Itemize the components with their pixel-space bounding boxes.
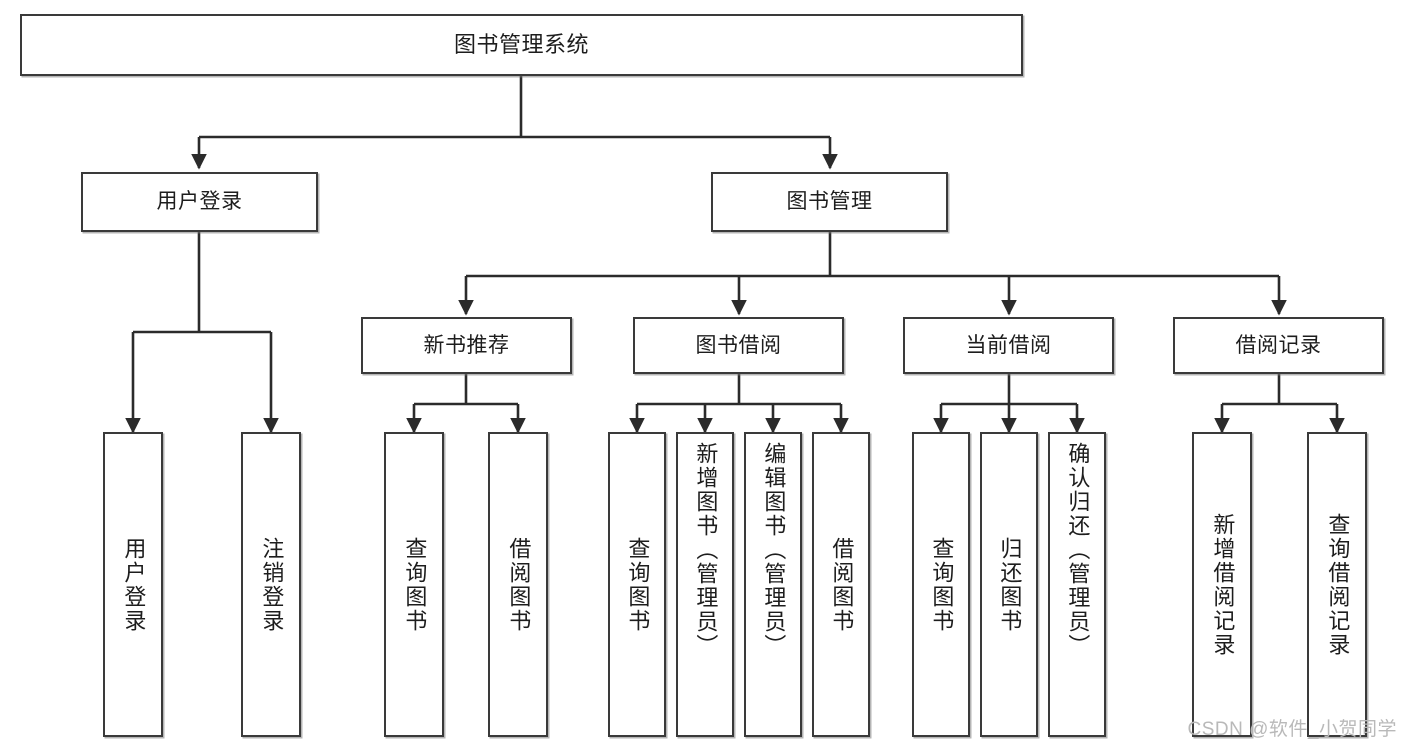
leaf-query-book-current[interactable]: 查询图书 bbox=[912, 432, 970, 737]
leaf-edit-book-admin[interactable]: 编辑图书（管理员） bbox=[744, 432, 802, 737]
leaf-logout-label: 注销登录 bbox=[259, 536, 285, 633]
leaf-user-login[interactable]: 用户登录 bbox=[103, 432, 163, 737]
node-new-book-recommendation[interactable]: 新书推荐 bbox=[361, 317, 572, 374]
leaf-add-book-admin-label: 新增图书（管理员） bbox=[693, 442, 719, 658]
leaf-user-login-label: 用户登录 bbox=[121, 536, 147, 633]
leaf-borrow-book-borrow-label: 借阅图书 bbox=[829, 536, 855, 633]
csdn-watermark: CSDN @软件_小贺同学 bbox=[1187, 719, 1397, 740]
leaf-add-borrow-record[interactable]: 新增借阅记录 bbox=[1192, 432, 1252, 737]
leaf-query-book-borrow-label: 查询图书 bbox=[625, 536, 651, 633]
leaf-query-borrow-record[interactable]: 查询借阅记录 bbox=[1307, 432, 1367, 737]
node-new-book-recommendation-label: 新书推荐 bbox=[423, 333, 510, 357]
node-borrowing-record[interactable]: 借阅记录 bbox=[1173, 317, 1384, 374]
node-user-login-label: 用户登录 bbox=[156, 190, 243, 214]
leaf-borrow-book-borrow[interactable]: 借阅图书 bbox=[812, 432, 870, 737]
node-root-system[interactable]: 图书管理系统 bbox=[20, 14, 1023, 76]
leaf-confirm-return-admin-label: 确认归还（管理员） bbox=[1065, 442, 1091, 658]
leaf-borrow-book-new[interactable]: 借阅图书 bbox=[488, 432, 548, 737]
node-current-borrowing[interactable]: 当前借阅 bbox=[903, 317, 1114, 374]
leaf-add-book-admin[interactable]: 新增图书（管理员） bbox=[676, 432, 734, 737]
node-book-borrowing-label: 图书借阅 bbox=[695, 333, 782, 357]
leaf-query-book-new-label: 查询图书 bbox=[402, 536, 428, 633]
leaf-logout[interactable]: 注销登录 bbox=[241, 432, 301, 737]
node-book-borrowing[interactable]: 图书借阅 bbox=[633, 317, 844, 374]
leaf-query-book-current-label: 查询图书 bbox=[929, 536, 955, 633]
leaf-query-book-borrow[interactable]: 查询图书 bbox=[608, 432, 666, 737]
node-current-borrowing-label: 当前借阅 bbox=[965, 333, 1052, 357]
leaf-query-borrow-record-label: 查询借阅记录 bbox=[1325, 512, 1351, 657]
leaf-return-book[interactable]: 归还图书 bbox=[980, 432, 1038, 737]
node-user-login[interactable]: 用户登录 bbox=[81, 172, 318, 232]
node-book-manage[interactable]: 图书管理 bbox=[711, 172, 948, 232]
leaf-add-borrow-record-label: 新增借阅记录 bbox=[1210, 512, 1236, 657]
node-root-system-label: 图书管理系统 bbox=[453, 31, 589, 57]
leaf-borrow-book-new-label: 借阅图书 bbox=[506, 536, 532, 633]
leaf-edit-book-admin-label: 编辑图书（管理员） bbox=[761, 442, 787, 658]
node-book-manage-label: 图书管理 bbox=[786, 190, 873, 214]
node-borrowing-record-label: 借阅记录 bbox=[1235, 333, 1322, 357]
leaf-confirm-return-admin[interactable]: 确认归还（管理员） bbox=[1048, 432, 1106, 737]
leaf-return-book-label: 归还图书 bbox=[997, 536, 1023, 633]
leaf-query-book-new[interactable]: 查询图书 bbox=[384, 432, 444, 737]
